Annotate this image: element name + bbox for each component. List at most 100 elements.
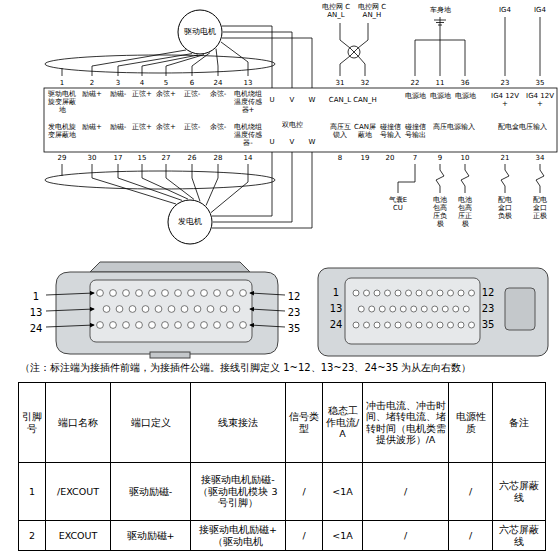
table-header: 备注 [509,417,529,428]
pin-label: IG4 12V+ [526,92,554,108]
pin-label: 发电机旋变屏蔽地 [47,123,77,139]
pin-label: 正弦+ [131,90,153,98]
table-cell: 端口定义 [111,383,191,463]
pin-label: 电控网 CAN_L [320,3,352,19]
table-header: 电源性质 [456,411,486,433]
pin-hole [240,290,247,297]
table-value: 驱动励磁+ [127,530,175,541]
table-value: / [469,486,472,497]
callout-number: 35 [481,319,495,331]
pin-label: 9 [432,154,448,162]
pin-hole [97,290,104,297]
pin-hole [411,306,417,312]
table-value: / [302,530,305,541]
pin-label: CAN屏蔽地 [353,123,377,139]
pin-hole [353,322,359,328]
pin-label: 电源地 [428,92,452,100]
pin-label: CAN_L [328,96,352,104]
table-cell: EXCOUT [46,521,111,551]
pin-label: V [286,138,298,146]
table-cell: / [286,463,323,521]
callout-number: 1 [29,291,43,303]
pin-label: U [266,138,278,146]
pin-hole [395,290,401,296]
table-value: EXCOUT [59,530,98,541]
pin-label: 23 [497,79,513,87]
pin-label: W [306,96,318,104]
table-cell: 信号类型 [286,383,323,463]
pin-label: 配电盒电压输入 [494,123,550,131]
pin-hole [227,290,234,297]
pin-label: 2 [84,79,100,87]
pin-label: 32 [357,79,373,87]
pin-label: 28 [210,154,226,162]
callout-number: 13 [329,303,343,315]
pin-hole [448,322,454,328]
table-cell: / [363,521,449,551]
pin-hole [103,306,110,313]
callout-number: 35 [287,323,301,335]
pin-label: 余弦- [207,90,229,98]
motor-name: 驱动电机 [184,28,216,37]
pin-label: 高压电源输入 [432,123,476,131]
spec-table: 引脚号端口名称端口定义线束接法信号类型稳态工作电流/A冲击电流、冲击时间、堵转电… [18,382,546,551]
pin-hole [437,322,443,328]
pin-hole [188,322,195,329]
pin-label: 正弦- [181,90,203,98]
pin-label: 13 [240,79,256,87]
table-value: 1 [29,486,35,497]
table-cell: 接驱动电机励磁-（驱动电机模块 3 号引脚） [191,463,286,521]
table-cell: 驱动励磁- [111,463,191,521]
pin-label: 配电盒口负极 [496,196,514,220]
table-value: 接驱动电机励磁+（驱动电机 [199,524,277,546]
pin-label: 7 [407,154,423,162]
pin-label: IG4 [528,6,552,14]
pin-hole [469,322,475,328]
pin-hole [469,290,475,296]
table-cell: 六芯屏蔽线 [493,521,546,551]
pin-label: 励磁- [107,90,129,98]
callout-number: 13 [29,307,43,319]
pin-hole [395,322,401,328]
pin-hole [97,322,104,329]
pin-hole [421,306,427,312]
table-header: 线束接法 [218,417,258,428]
pin-hole [448,290,454,296]
pin-hole [458,322,464,328]
pin-hole [181,306,188,313]
pin-hole [379,306,385,312]
pin-label: 24 [210,79,226,87]
pin-label: 车身地 [422,6,458,14]
table-cell: 备注 [493,383,546,463]
table-value: / [404,486,407,497]
connector-face [318,268,548,356]
note-text: （注：标注端为接插件前端，为接插件公端。接线引脚定义 1~12、13~23、24… [20,362,550,374]
wires [44,17,557,228]
pin-label: W [306,138,318,146]
pin-label: 10 [457,154,473,162]
pin-label: 5 [158,79,174,87]
table-value: / [469,530,472,541]
pin-label: 1 [54,79,70,87]
pin-hole [188,290,195,297]
pin-label: 余弦+ [155,90,177,98]
pin-hole [123,290,130,297]
motor-circle: 发电机 [167,199,213,245]
pin-label: CAN_H [353,96,377,104]
pin-label: 驱动电机旋变屏蔽地 [47,90,77,114]
pin-label: 15 [134,154,150,162]
pin-label: 20 [382,154,398,162]
pin-hole [155,306,162,313]
callout-number: 12 [287,291,301,303]
table-value: 六芯屏蔽线 [499,524,539,546]
table-cell: /EXCOUT [46,463,111,521]
pin-hole [364,322,370,328]
table-cell: 2 [19,521,46,551]
pin-label: 4 [134,79,150,87]
table-value: 2 [29,530,35,541]
pin-hole [162,290,169,297]
pin-hole [220,306,227,313]
pin-label: 22 [407,79,423,87]
pin-hole [149,290,156,297]
table-cell: / [286,521,323,551]
